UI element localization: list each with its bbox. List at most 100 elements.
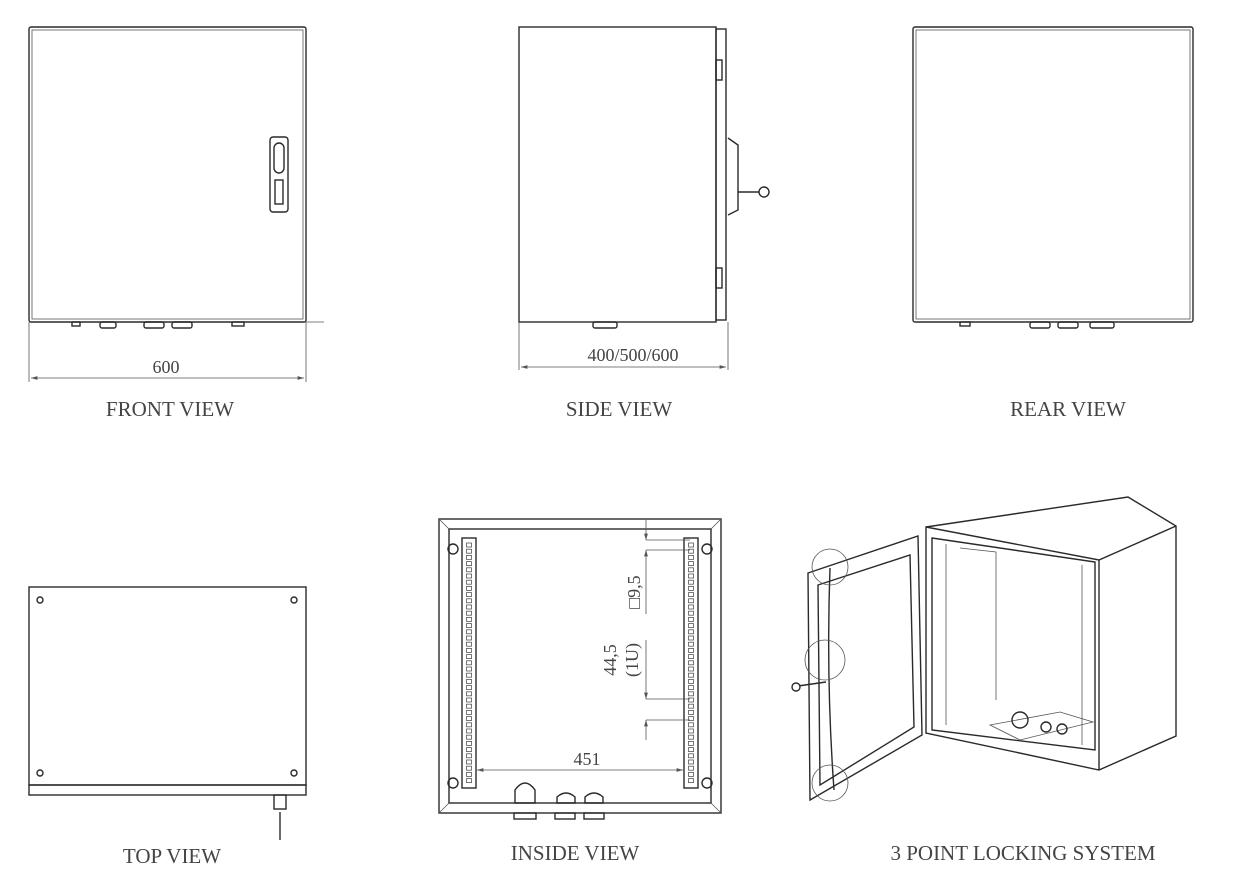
rail-hole bbox=[466, 672, 472, 678]
rear-view-caption: REAR VIEW bbox=[1010, 397, 1126, 421]
front-view: 600 FRONT VIEW bbox=[28, 26, 324, 421]
side-view: 400/500/600 SIDE VIEW bbox=[518, 26, 770, 421]
key-icon bbox=[738, 186, 770, 198]
rail-hole bbox=[688, 759, 694, 765]
rail-hole bbox=[688, 734, 694, 740]
side-depth-dimension: 400/500/600 bbox=[587, 345, 678, 365]
rail-hole bbox=[688, 629, 694, 635]
rail-hole bbox=[466, 573, 472, 579]
left-rack-rail bbox=[461, 537, 477, 789]
rail-hole bbox=[688, 648, 694, 653]
rail-hole bbox=[466, 586, 472, 591]
rail-hole bbox=[466, 697, 472, 703]
top-view-caption: TOP VIEW bbox=[123, 844, 221, 868]
rail-hole bbox=[688, 679, 694, 684]
rail-hole bbox=[688, 747, 694, 752]
rack-pitch-dimension: 44,5 bbox=[600, 644, 620, 676]
rail-hole bbox=[688, 710, 694, 715]
rail-hole bbox=[688, 610, 694, 616]
rail-hole bbox=[466, 660, 472, 666]
rail-hole bbox=[466, 734, 472, 740]
rear-view: REAR VIEW bbox=[912, 26, 1194, 421]
rail-hole bbox=[466, 654, 472, 659]
rail-hole bbox=[688, 623, 694, 628]
front-view-caption: FRONT VIEW bbox=[106, 397, 234, 421]
rail-hole bbox=[466, 555, 472, 560]
rail-hole bbox=[466, 747, 472, 752]
rail-hole bbox=[466, 567, 472, 573]
rail-hole bbox=[466, 765, 472, 771]
rail-hole bbox=[466, 716, 472, 721]
rail-hole bbox=[688, 586, 694, 591]
iso-view-caption: 3 POINT LOCKING SYSTEM bbox=[890, 841, 1155, 865]
rail-hole bbox=[466, 728, 472, 734]
rail-hole bbox=[466, 635, 472, 641]
rail-hole bbox=[466, 641, 472, 647]
rail-hole bbox=[688, 573, 694, 579]
rail-hole bbox=[466, 579, 472, 585]
rail-hole bbox=[688, 722, 694, 728]
rail-hole bbox=[466, 617, 472, 622]
rail-spacing-dimension: 451 bbox=[574, 749, 601, 769]
rail-hole bbox=[688, 641, 694, 647]
rail-hole bbox=[466, 623, 472, 628]
rail-hole bbox=[688, 660, 694, 666]
hole-size-dimension: □9,5 bbox=[624, 575, 644, 608]
rail-hole bbox=[688, 555, 694, 560]
rail-hole bbox=[466, 703, 472, 709]
rail-hole bbox=[688, 753, 694, 759]
rail-hole bbox=[688, 617, 694, 622]
rail-hole bbox=[688, 728, 694, 734]
rail-hole bbox=[688, 579, 694, 585]
rail-hole bbox=[688, 567, 694, 573]
door-handle-icon bbox=[269, 136, 289, 213]
rail-hole bbox=[466, 685, 472, 690]
rail-hole bbox=[466, 542, 472, 548]
rail-hole bbox=[466, 753, 472, 759]
rail-hole bbox=[688, 654, 694, 659]
rail-hole bbox=[466, 648, 472, 653]
rail-hole bbox=[688, 685, 694, 690]
rail-hole bbox=[688, 772, 694, 777]
rail-hole bbox=[466, 666, 472, 672]
top-view: TOP VIEW bbox=[28, 586, 307, 868]
rail-hole bbox=[466, 604, 472, 610]
rail-hole bbox=[688, 765, 694, 771]
rail-hole bbox=[466, 561, 472, 566]
front-width-dimension: 600 bbox=[153, 357, 180, 377]
cable-glands bbox=[513, 782, 605, 820]
inside-view: □9,5 44,5 (1U) 451 INSIDE VIEW bbox=[438, 518, 722, 865]
rail-hole bbox=[688, 561, 694, 566]
rail-hole bbox=[688, 548, 694, 554]
rail-hole bbox=[466, 592, 472, 597]
rack-unit-dimension: (1U) bbox=[622, 643, 643, 677]
rail-hole bbox=[688, 542, 694, 548]
rail-hole bbox=[466, 629, 472, 635]
rail-hole bbox=[466, 741, 472, 746]
rail-hole bbox=[688, 592, 694, 597]
rail-hole bbox=[466, 710, 472, 715]
rail-hole bbox=[688, 672, 694, 678]
iso-locking-view: 3 POINT LOCKING SYSTEM bbox=[791, 496, 1177, 865]
rail-hole bbox=[688, 635, 694, 641]
rail-hole bbox=[466, 548, 472, 554]
rail-hole bbox=[466, 691, 472, 697]
rail-hole bbox=[466, 772, 472, 777]
rail-hole bbox=[688, 604, 694, 610]
rail-hole bbox=[466, 598, 472, 604]
rail-hole bbox=[466, 759, 472, 765]
inside-view-caption: INSIDE VIEW bbox=[511, 841, 640, 865]
rail-hole bbox=[688, 697, 694, 703]
rail-hole bbox=[688, 716, 694, 721]
rail-hole bbox=[688, 598, 694, 604]
side-view-caption: SIDE VIEW bbox=[566, 397, 673, 421]
rail-hole bbox=[688, 703, 694, 709]
rail-hole bbox=[466, 610, 472, 616]
rail-hole bbox=[688, 778, 694, 783]
rail-hole bbox=[688, 741, 694, 746]
rail-hole bbox=[688, 666, 694, 672]
right-rack-rail bbox=[683, 537, 699, 789]
rail-hole bbox=[466, 722, 472, 728]
rail-hole bbox=[466, 679, 472, 684]
